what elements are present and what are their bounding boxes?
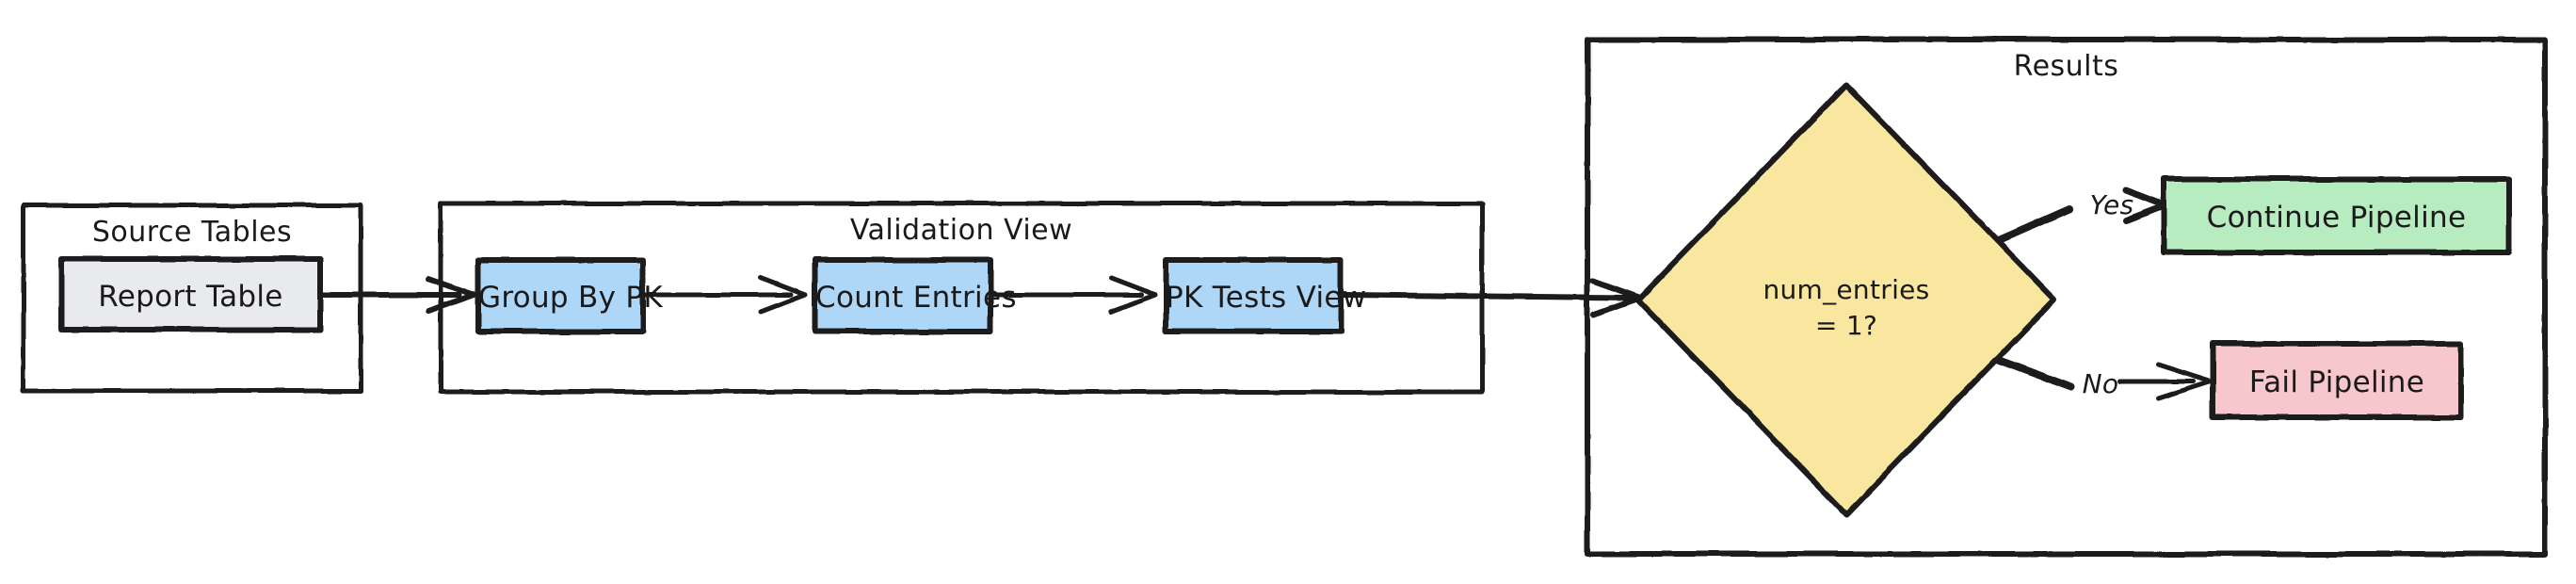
node-group-by-pk[interactable]: [475, 257, 646, 334]
edge-pk-tests-view-to-decision: [1340, 292, 1634, 300]
node-fail-pipeline[interactable]: [2210, 341, 2464, 420]
node-continue-pipeline[interactable]: [2161, 176, 2512, 255]
node-num-entries-decision[interactable]: [1635, 82, 2057, 517]
node-report-table[interactable]: [58, 256, 323, 333]
arrowhead-e3: [1108, 275, 1158, 315]
edge-decision-to-fail-pipeline: [1994, 356, 2075, 391]
edge-decision-to-continue-pipeline: [1995, 205, 2073, 244]
arrowhead-e2: [758, 275, 808, 315]
node-pk-tests-view[interactable]: [1163, 257, 1344, 334]
node-count-entries[interactable]: [813, 257, 993, 334]
arrowhead-e1: [426, 276, 476, 314]
